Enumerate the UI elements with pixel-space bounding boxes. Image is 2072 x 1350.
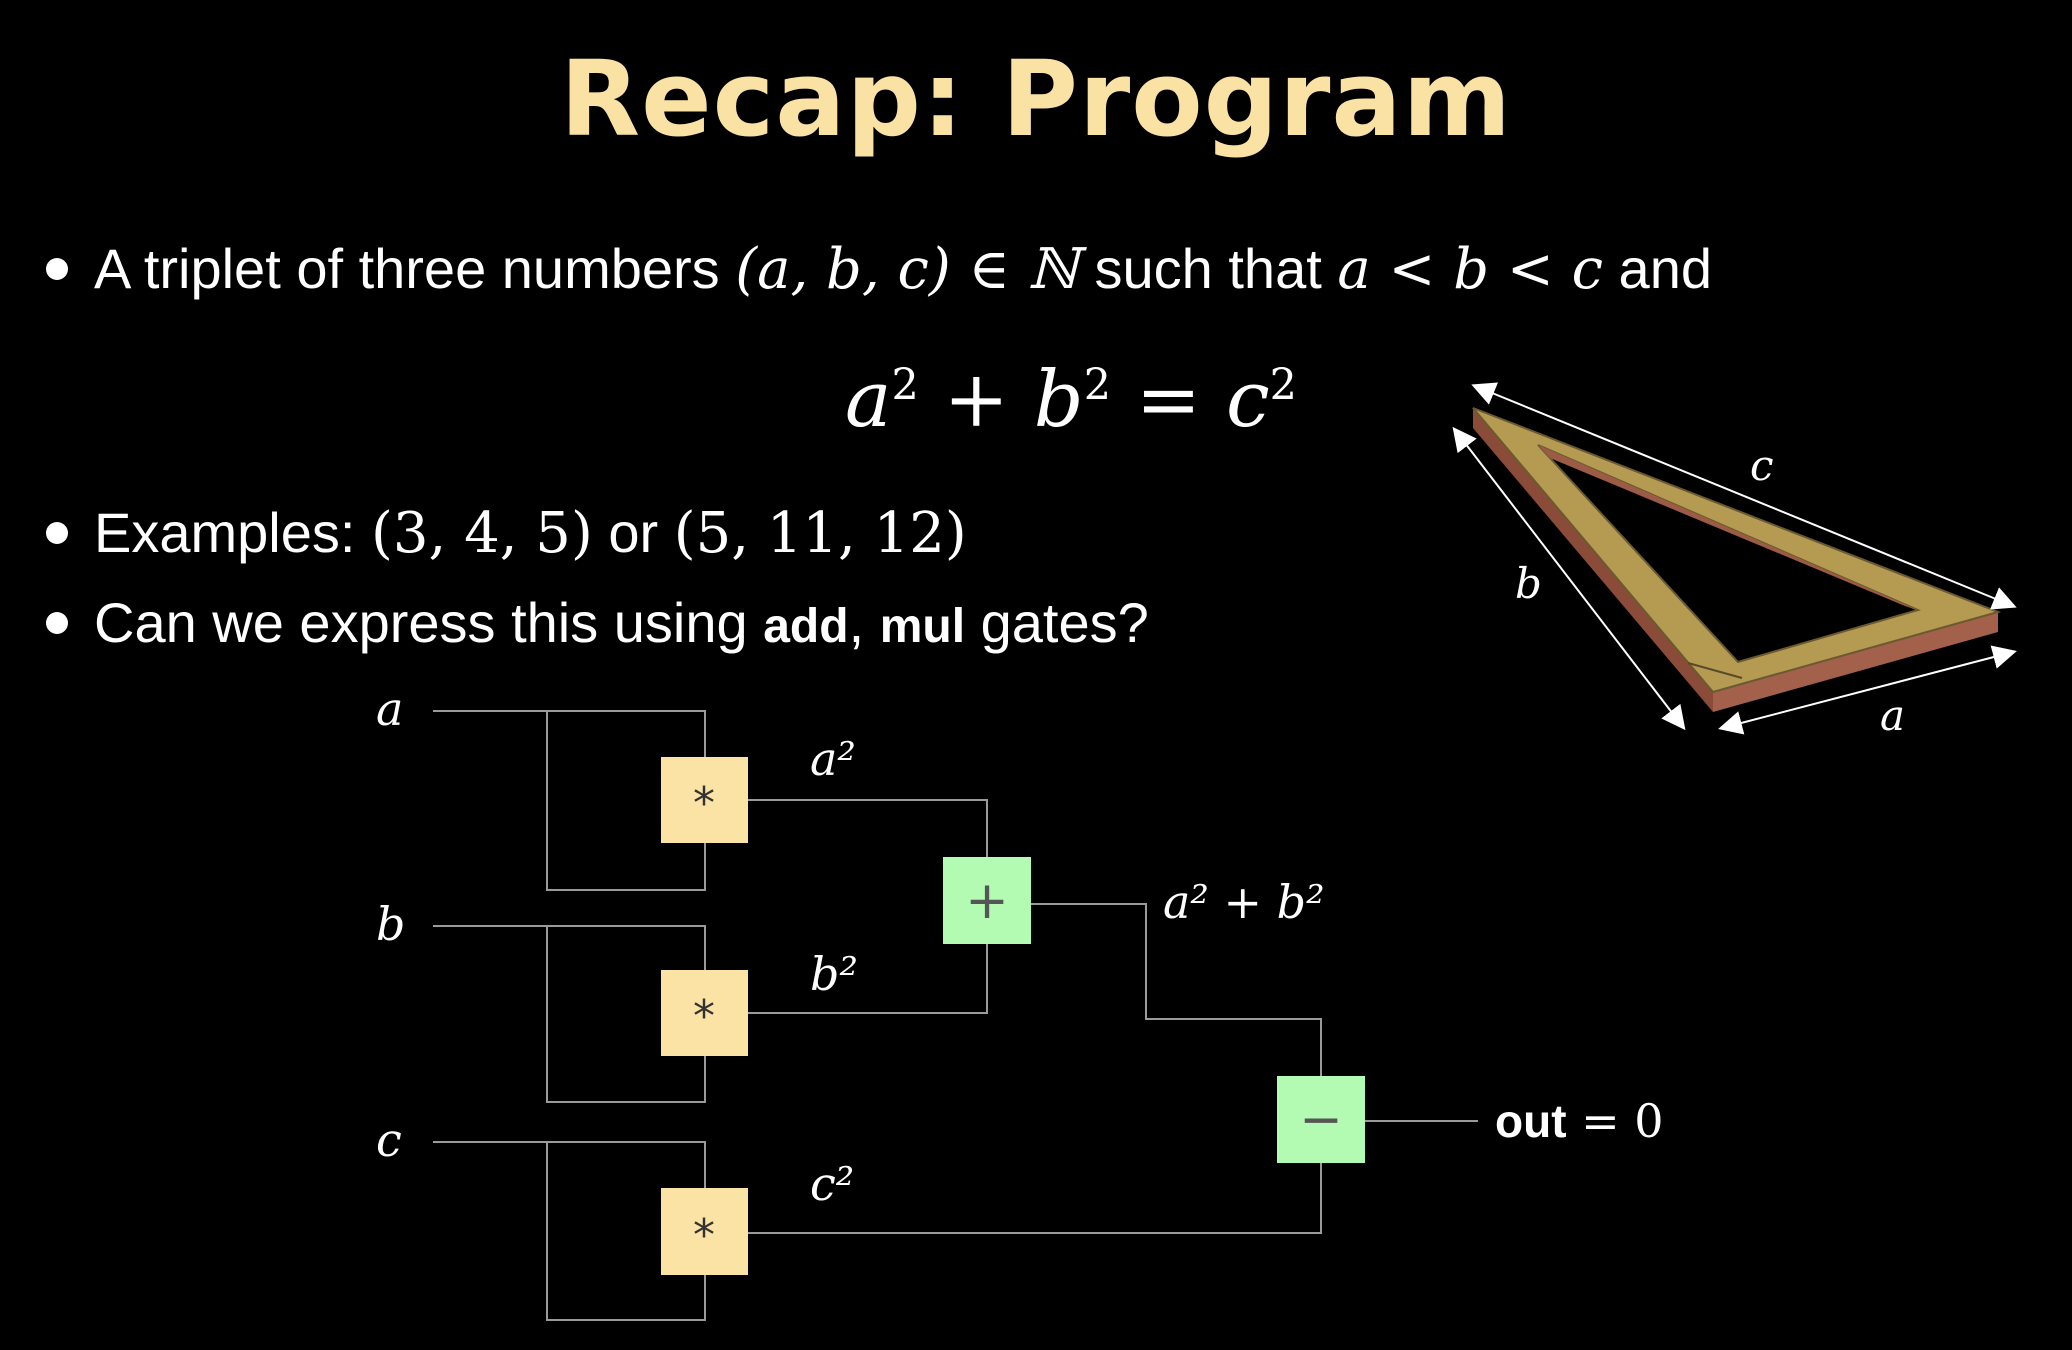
- circuit-wires: [433, 710, 1478, 1321]
- math-example-1: (3, 4, 5): [371, 501, 593, 566]
- add-symbol: +: [965, 871, 1009, 931]
- out-equals-zero: = 0: [1567, 1094, 1664, 1148]
- bullet-examples: Examples: (3, 4, 5) or (5, 11, 12): [46, 500, 967, 566]
- sub-gate: −: [1277, 1076, 1365, 1163]
- arrow-b: [1452, 426, 1686, 731]
- code-mul: mul: [879, 600, 966, 653]
- bullet-dot: [46, 522, 68, 545]
- out-word: out: [1495, 1095, 1567, 1147]
- bullet-text: Examples:: [94, 501, 371, 564]
- eq-plus: +: [943, 355, 1009, 445]
- bullet-dot: [46, 258, 68, 281]
- eq-b: b: [1033, 355, 1084, 445]
- label-c-squared: c²: [810, 1157, 854, 1211]
- wire-c-loop: [546, 1142, 706, 1321]
- wire-a2-to-add: [748, 799, 988, 857]
- wire-b-loop: [546, 926, 706, 1103]
- mul-symbol: *: [693, 991, 715, 1042]
- arrow-a: [1718, 645, 2017, 735]
- wire-sum-to-sub: [1031, 903, 1322, 1076]
- mul-symbol: *: [693, 778, 715, 829]
- wire-a-loop: [546, 711, 706, 891]
- output-label: out = 0: [1495, 1094, 1664, 1148]
- bullet-text: A triplet of three numbers: [94, 237, 736, 300]
- eq-exp: 2: [1083, 360, 1111, 410]
- code-add: add: [763, 600, 849, 653]
- wire-b-in: [433, 925, 706, 970]
- wire-c2-to-sub: [748, 1163, 1322, 1234]
- wire-a-in: [433, 710, 706, 757]
- bullet-text: such that: [1078, 237, 1338, 300]
- eq-exp: 2: [891, 360, 919, 410]
- math-inequality: a < b < c: [1337, 237, 1603, 302]
- label-sum: a² + b²: [1163, 875, 1325, 929]
- wire-c-in: [433, 1141, 706, 1188]
- arrow-c: [1471, 382, 2017, 610]
- slide-title: Recap: Program: [560, 38, 1512, 160]
- eq-c: c: [1225, 355, 1270, 445]
- input-label-c: c: [376, 1113, 402, 1167]
- bullet-text: ,: [848, 591, 880, 654]
- bullet-text: Can we express this using: [94, 591, 764, 654]
- wire-b2-to-add: [748, 944, 988, 1014]
- math-triplet: (a, b, c) ∈ ℕ: [735, 237, 1079, 302]
- triangle-label-a: a: [1880, 691, 1905, 740]
- input-label-b: b: [376, 897, 405, 951]
- eq-equals: =: [1135, 355, 1202, 445]
- input-label-a: a: [376, 682, 403, 736]
- bullet-text: gates?: [965, 591, 1149, 654]
- bullet-text: and: [1603, 237, 1712, 300]
- eq-a: a: [845, 355, 892, 445]
- mul-gate-a: *: [661, 757, 748, 843]
- label-a-squared: a²: [810, 732, 856, 786]
- mul-symbol: *: [693, 1210, 715, 1261]
- mul-gate-c: *: [661, 1188, 748, 1275]
- math-example-2: (5, 11, 12): [673, 501, 967, 566]
- triangle-label-c: c: [1750, 441, 1774, 490]
- triangle-label-b: b: [1515, 559, 1542, 608]
- eq-exp: 2: [1269, 360, 1297, 410]
- mul-gate-b: *: [661, 970, 748, 1056]
- sub-symbol: −: [1299, 1090, 1343, 1150]
- pythagoras-equation: a2 + b2 = c2: [845, 355, 1297, 445]
- label-b-squared: b²: [810, 947, 858, 1001]
- add-gate: +: [943, 857, 1031, 944]
- bullet-text: or: [592, 501, 674, 564]
- bullet-question: Can we express this using add, mul gates…: [46, 590, 1149, 655]
- bullet-definition: A triplet of three numbers (a, b, c) ∈ ℕ…: [46, 236, 1712, 302]
- bullet-dot: [46, 612, 68, 635]
